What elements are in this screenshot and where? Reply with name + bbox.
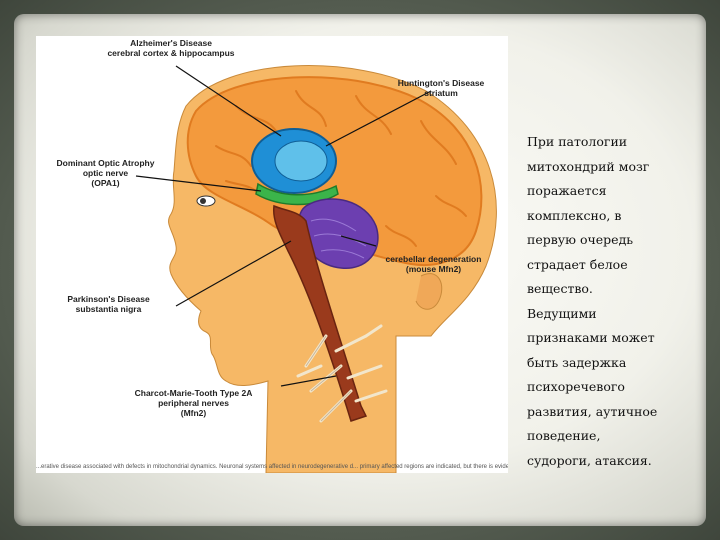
figure-caption: ...erative disease associated with defec… xyxy=(36,464,508,470)
label-charcot-marie-tooth: Charcot-Marie-Tooth Type 2A peripheral n… xyxy=(134,388,253,418)
brainstem-spinal-cord xyxy=(272,204,368,422)
peripheral-nerves-outline xyxy=(305,335,352,422)
brain-diagram-figure: Alzheimer's Disease cerebral cortex & hi… xyxy=(36,36,508,473)
label-parkinsons: Parkinson's Disease substantia nigra xyxy=(67,294,150,314)
cerebellum-folia xyxy=(310,218,367,259)
label-cerebellar-degeneration: cerebellar degeneration (mouse Mfn2) xyxy=(385,254,482,274)
pointer-lines xyxy=(135,65,432,387)
ear xyxy=(415,273,443,310)
brain-diagram-svg xyxy=(135,65,497,473)
slide-body-text: При патологии митохондрий мозг поражаетс… xyxy=(527,134,658,468)
striatum-inner xyxy=(274,140,328,182)
striatum-green xyxy=(255,182,339,206)
pupil xyxy=(200,198,206,204)
label-alzheimers: Alzheimer's Disease cerebral cortex & hi… xyxy=(107,38,235,58)
label-optic-atrophy: Dominant Optic Atrophy optic nerve (OPA1… xyxy=(56,158,155,188)
label-huntingtons: Huntington's Disease striatum xyxy=(397,78,485,98)
